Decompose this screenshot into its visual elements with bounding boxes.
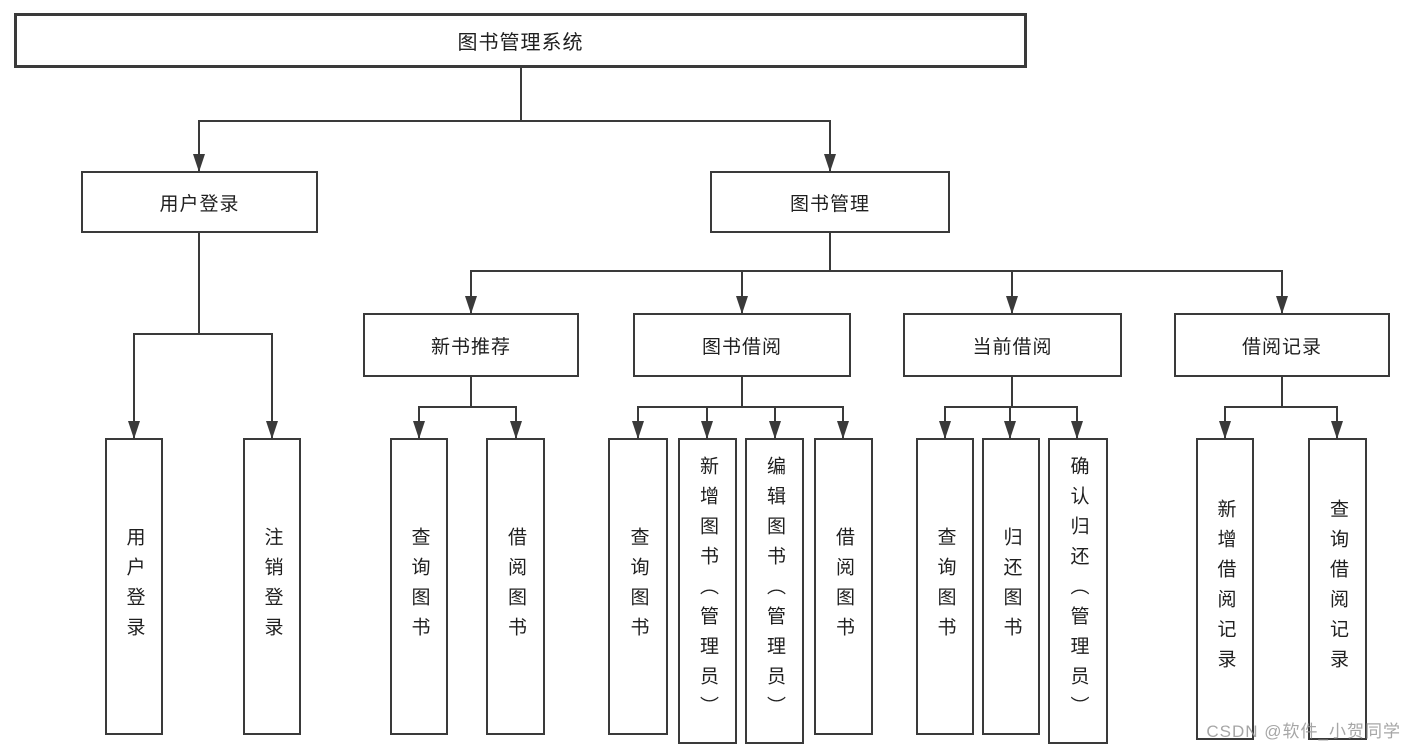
node-borrow-books-recommend: 借阅图书 [486,438,545,735]
node-confirm-return-admin: 确认归还（管理员） [1048,438,1108,744]
leaf-label: 借阅图书 [505,526,526,647]
leaf-label: 查询图书 [627,526,649,647]
node-user-login-leaf: 用户登录 [105,438,163,735]
node-book-mgmt: 图书管理 [710,171,950,233]
node-book-borrow: 图书借阅 [633,313,851,377]
node-current-borrow: 当前借阅 [903,313,1122,377]
node-new-book-recommend: 新书推荐 [363,313,579,377]
csdn-watermark: CSDN @软件_小贺同学 [1206,722,1401,741]
node-query-borrow-record: 查询借阅记录 [1308,438,1367,740]
node-root: 图书管理系统 [14,13,1027,68]
node-return-books: 归还图书 [982,438,1040,735]
leaf-label: 确认归还（管理员） [1067,456,1089,726]
leaf-label: 注销登录 [261,526,283,647]
node-query-books-current: 查询图书 [916,438,974,735]
node-borrow-books-leaf: 借阅图书 [814,438,873,735]
leaf-label: 查询借阅记录 [1327,499,1348,679]
leaf-label: 查询图书 [408,526,430,647]
node-add-books-admin: 新增图书（管理员） [678,438,737,744]
node-add-borrow-record: 新增借阅记录 [1196,438,1254,740]
leaf-label: 借阅图书 [833,526,854,647]
leaf-label: 新增图书（管理员） [697,456,718,726]
leaf-label: 新增借阅记录 [1214,499,1236,679]
node-query-books-borrow: 查询图书 [608,438,668,735]
leaf-label: 编辑图书（管理员） [764,456,785,726]
leaf-label: 归还图书 [1000,526,1022,647]
leaf-label: 用户登录 [123,526,145,647]
node-borrow-records: 借阅记录 [1174,313,1390,377]
node-edit-books-admin: 编辑图书（管理员） [745,438,804,744]
node-query-books-recommend: 查询图书 [390,438,448,735]
node-user-login: 用户登录 [81,171,318,233]
node-logout-login-leaf: 注销登录 [243,438,301,735]
leaf-label: 查询图书 [934,526,956,647]
